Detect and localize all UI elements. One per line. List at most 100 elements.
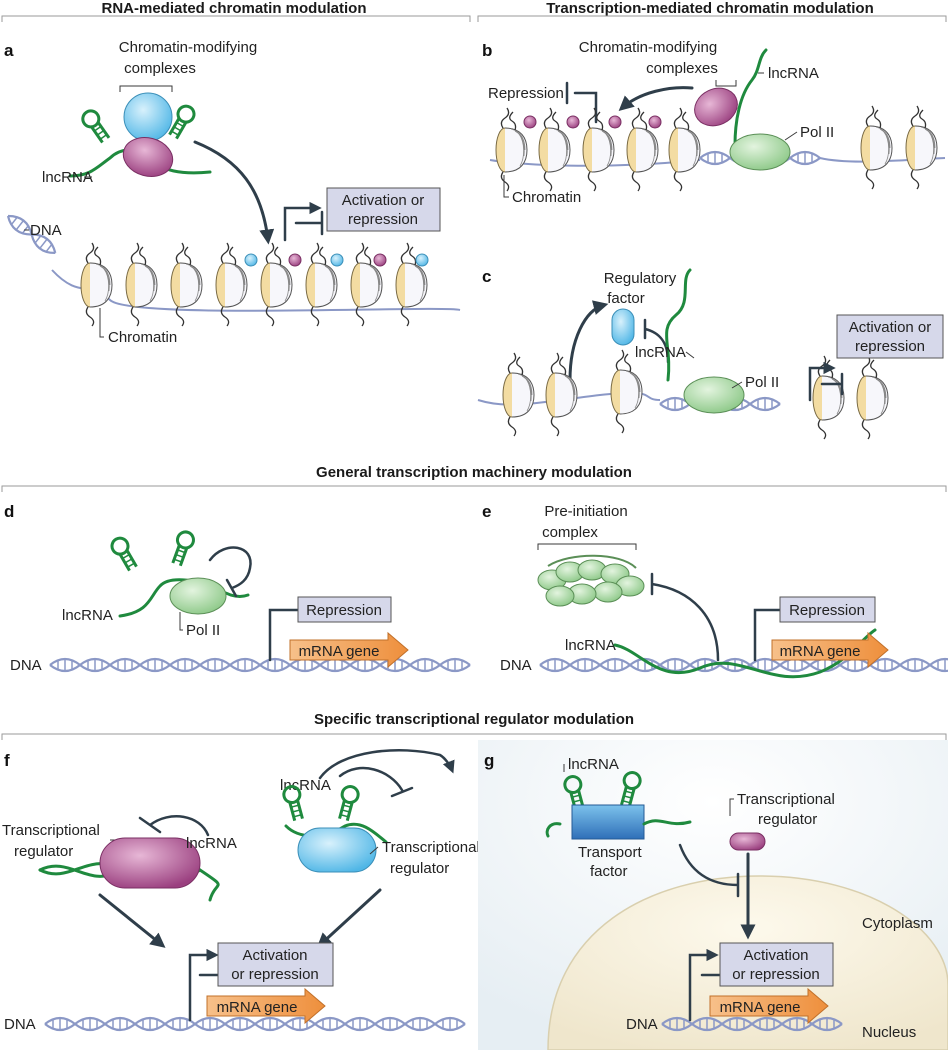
svg-text:factor: factor — [590, 863, 628, 880]
pol2-d-icon — [169, 577, 227, 615]
svg-text:lncRNA: lncRNA — [568, 756, 619, 773]
svg-text:mRNA gene: mRNA gene — [720, 999, 801, 1016]
header-general-machinery: General transcription machinery modulati… — [1, 464, 947, 492]
svg-text:Chromatin: Chromatin — [512, 189, 581, 206]
svg-text:repression: repression — [855, 338, 925, 355]
svg-text:lncRNA: lncRNA — [280, 777, 331, 794]
panel-letter-e: e — [482, 502, 491, 521]
repression-box-d — [297, 596, 392, 623]
svg-text:mRNA gene: mRNA gene — [217, 999, 298, 1016]
svg-text:Transcriptional: Transcriptional — [737, 791, 835, 808]
svg-text:Pre-initiation: Pre-initiation — [544, 503, 627, 520]
svg-text:lncRNA: lncRNA — [635, 344, 686, 361]
mrna-gene-arrow-d — [289, 631, 409, 669]
svg-text:complexes: complexes — [124, 60, 196, 77]
panel-letter-f: f — [4, 751, 10, 770]
activation-box-g — [719, 942, 834, 987]
panel-a: a Chromatin-modifying complexes lncRNA — [3, 39, 461, 346]
dna-e — [538, 657, 948, 673]
svg-text:or repression: or repression — [732, 966, 820, 983]
svg-text:Nucleus: Nucleus — [862, 1024, 916, 1041]
svg-text:mRNA gene: mRNA gene — [299, 643, 380, 660]
panel-b: b Chromatin-modifying complexes lncRNA R… — [482, 39, 946, 206]
activation-box-c — [836, 314, 944, 359]
svg-text:Repression: Repression — [306, 602, 382, 619]
chromatin-fiber-a — [3, 210, 461, 327]
mrna-gene-arrow-g — [709, 987, 829, 1025]
chromatin-fiber-c — [477, 349, 889, 440]
svg-text:DNA: DNA — [10, 657, 42, 674]
svg-text:Transport: Transport — [578, 844, 642, 861]
repression-box-e — [779, 596, 876, 623]
header-specific-regulator: Specific transcriptional regulator modul… — [1, 711, 947, 740]
svg-text:DNA: DNA — [626, 1016, 658, 1033]
svg-text:Activation: Activation — [242, 947, 307, 964]
svg-text:lncRNA: lncRNA — [768, 65, 819, 82]
dna-f — [43, 1016, 467, 1032]
blue-complex-icon — [123, 92, 173, 142]
svg-text:Chromatin: Chromatin — [108, 329, 177, 346]
svg-text:factor: factor — [607, 290, 645, 307]
dna-d — [48, 657, 472, 673]
svg-text:Activation or: Activation or — [342, 192, 425, 209]
panel-c: c Regulatory factor lncRNA Pol II Activa… — [477, 267, 944, 440]
svg-text:regulator: regulator — [14, 843, 73, 860]
svg-text:Activation: Activation — [743, 947, 808, 964]
svg-text:lncRNA: lncRNA — [62, 607, 113, 624]
svg-text:Activation or: Activation or — [849, 319, 932, 336]
transcriptional-regulator-g-icon — [729, 832, 766, 851]
transport-factor-icon — [571, 804, 645, 840]
magenta-complex-icon — [122, 137, 174, 177]
mrna-gene-arrow-e — [771, 631, 889, 669]
svg-text:complex: complex — [542, 524, 598, 541]
regulatory-factor-icon — [611, 308, 635, 346]
svg-text:Chromatin-modifying: Chromatin-modifying — [579, 39, 717, 56]
magenta-complex-b-icon — [694, 87, 738, 127]
svg-text:DNA: DNA — [500, 657, 532, 674]
panel-letter-g: g — [484, 751, 494, 770]
transcriptional-regulator-f2-icon — [297, 827, 377, 873]
chromatin-fiber-b — [489, 105, 946, 192]
svg-text:lncRNA: lncRNA — [186, 835, 237, 852]
svg-text:complexes: complexes — [646, 60, 718, 77]
activation-box-f — [217, 942, 334, 987]
svg-text:DNA: DNA — [4, 1016, 36, 1033]
svg-text:repression: repression — [348, 211, 418, 228]
svg-text:or repression: or repression — [231, 966, 319, 983]
svg-text:Transcriptional: Transcriptional — [2, 822, 100, 839]
panel-f: f Transcriptional regulator lncRNA lncRN… — [2, 749, 480, 1033]
panel-letter-a: a — [4, 41, 14, 60]
pre-initiation-complex-icon — [537, 554, 645, 607]
svg-text:Pol II: Pol II — [186, 622, 220, 639]
panel-letter-b: b — [482, 41, 492, 60]
panel-e: e Pre-initiation complex lncRNA DNA — [482, 502, 948, 679]
svg-text:Pol II: Pol II — [745, 374, 779, 391]
svg-text:Cytoplasm: Cytoplasm — [862, 915, 933, 932]
pol2-b-icon — [729, 133, 791, 171]
svg-text:Specific transcriptional regul: Specific transcriptional regulator modul… — [314, 711, 634, 728]
activation-box-a — [326, 187, 441, 232]
svg-text:Regulatory: Regulatory — [604, 270, 677, 287]
header-transcription-mediated: Transcription-mediated chromatin modulat… — [477, 0, 947, 22]
svg-text:Pol II: Pol II — [800, 124, 834, 141]
mrna-gene-arrow-f — [206, 987, 326, 1025]
svg-text:Transcription-mediated chromat: Transcription-mediated chromatin modulat… — [546, 0, 874, 17]
svg-text:regulator: regulator — [758, 811, 817, 828]
panel-g: g lncRNA Transport factor Transcriptiona… — [478, 740, 948, 1050]
panel-d: d lncRNA Pol II DNA Repression mRNA gene — [4, 502, 472, 674]
header-rna-mediated: RNA-mediated chromatin modulation — [1, 0, 471, 22]
panel-letter-d: d — [4, 502, 14, 521]
panel-letter-c: c — [482, 267, 491, 286]
svg-text:regulator: regulator — [390, 860, 449, 877]
svg-text:RNA-mediated chromatin modulat: RNA-mediated chromatin modulation — [101, 0, 366, 17]
lncrna-complex-a — [68, 92, 212, 178]
svg-text:DNA: DNA — [30, 222, 62, 239]
svg-text:lncRNA: lncRNA — [42, 169, 93, 186]
svg-text:Repression: Repression — [789, 602, 865, 619]
transcriptional-regulator-f1-icon — [99, 837, 201, 889]
pol2-c-icon — [683, 376, 745, 414]
svg-text:Transcriptional: Transcriptional — [382, 839, 480, 856]
svg-text:General transcription machiner: General transcription machinery modulati… — [316, 464, 632, 481]
